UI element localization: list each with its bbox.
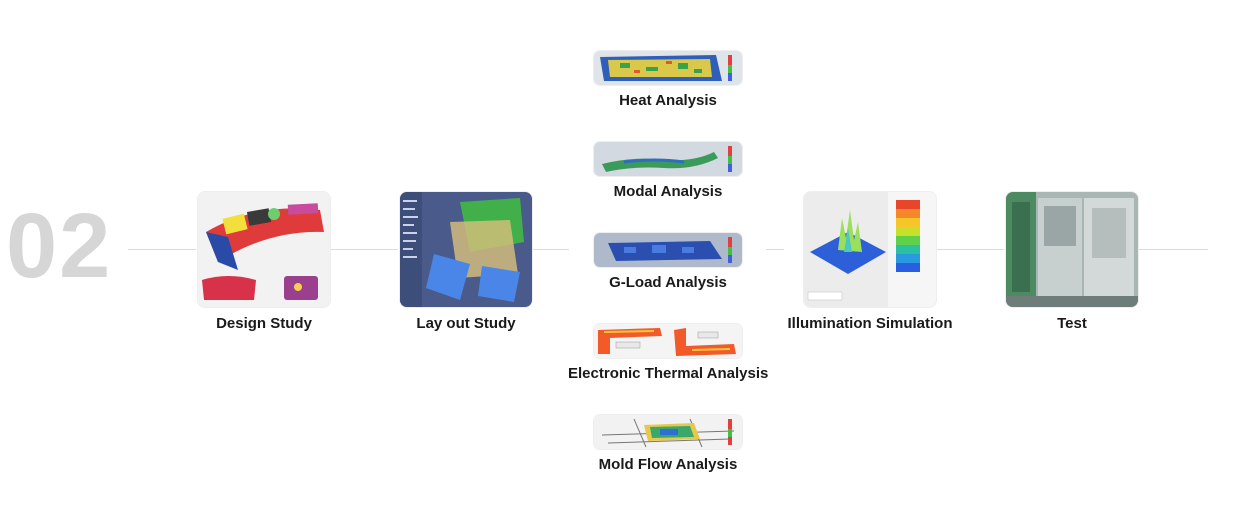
connector-line — [330, 249, 398, 250]
stage-label: Test — [1057, 315, 1087, 332]
design-study-render-image — [198, 192, 330, 307]
heat-analysis-image — [594, 51, 742, 85]
stage-label: Illumination Simulation — [787, 315, 953, 332]
analysis-label: G-Load Analysis — [609, 274, 727, 291]
electronic-thermal-image — [594, 324, 742, 358]
layout-study-cad-image — [400, 192, 532, 307]
analysis-label: Modal Analysis — [613, 183, 723, 200]
modal-analysis-image — [594, 142, 742, 176]
analysis-label: Mold Flow Analysis — [598, 456, 738, 473]
stage-illumination-simulation: Illumination Simulation — [770, 192, 970, 332]
stage-test: Test — [972, 192, 1172, 332]
g-load-analysis-image — [594, 233, 742, 267]
stage-label: Design Study — [216, 315, 312, 332]
stage-design-study: Design Study — [164, 192, 364, 332]
connector-line — [936, 249, 1004, 250]
analysis-label: Electronic Thermal Analysis — [568, 365, 769, 382]
analysis-g-load: G-Load Analysis — [568, 233, 768, 291]
connector-line — [1138, 249, 1208, 250]
stage-layout-study: Lay out Study — [366, 192, 566, 332]
stage-label: Lay out Study — [416, 315, 516, 332]
analysis-mold-flow: Mold Flow Analysis — [568, 415, 768, 473]
analysis-label: Heat Analysis — [619, 92, 717, 109]
test-chamber-photo — [1006, 192, 1138, 307]
connector-line — [128, 249, 196, 250]
analysis-modal: Modal Analysis — [568, 142, 768, 200]
mold-flow-image — [594, 415, 742, 449]
step-number: 02 — [6, 195, 113, 297]
analysis-electronic-thermal: Electronic Thermal Analysis — [568, 324, 768, 382]
analysis-heat: Heat Analysis — [568, 51, 768, 109]
connector-line — [766, 249, 784, 250]
illumination-simulation-image — [804, 192, 936, 307]
connector-line — [533, 249, 569, 250]
